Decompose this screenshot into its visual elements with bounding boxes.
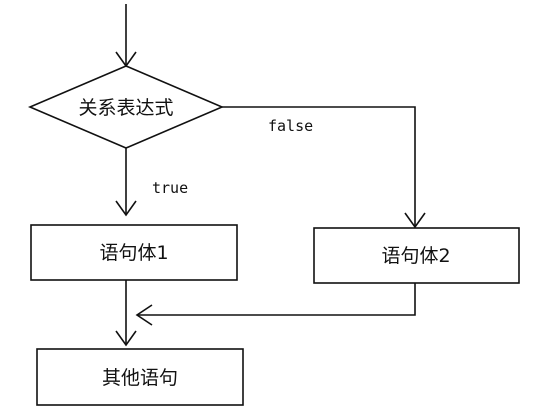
block2: 语句体2 bbox=[313, 227, 520, 284]
block-next: 其他语句 bbox=[36, 348, 244, 406]
condition-label: 关系表达式 bbox=[78, 97, 173, 119]
false-branch-arrow bbox=[222, 106, 426, 229]
entry-arrow bbox=[115, 4, 137, 68]
true-branch-arrow bbox=[115, 148, 137, 217]
block1-label: 语句体1 bbox=[99, 242, 168, 264]
block2-return-arrow bbox=[135, 283, 416, 326]
block1: 语句体1 bbox=[30, 224, 238, 281]
false-label: false bbox=[268, 117, 313, 135]
true-label: true bbox=[152, 179, 188, 197]
block2-label: 语句体2 bbox=[381, 245, 450, 267]
block1-down-arrow bbox=[115, 280, 137, 347]
condition-diamond: 关系表达式 bbox=[27, 65, 225, 149]
block-next-label: 其他语句 bbox=[102, 367, 178, 389]
